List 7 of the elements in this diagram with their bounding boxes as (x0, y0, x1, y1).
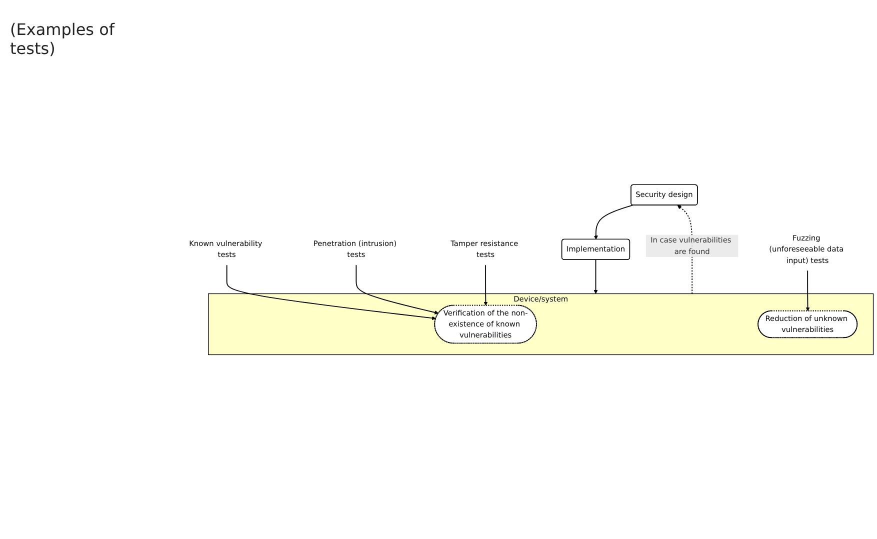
arrow (484, 264, 488, 306)
arrow (226, 264, 436, 320)
arrow (806, 270, 810, 312)
note-text: (Examples of tests) (10, 20, 116, 58)
arrow (594, 204, 634, 240)
arrow (356, 264, 439, 314)
arrow (594, 258, 598, 294)
